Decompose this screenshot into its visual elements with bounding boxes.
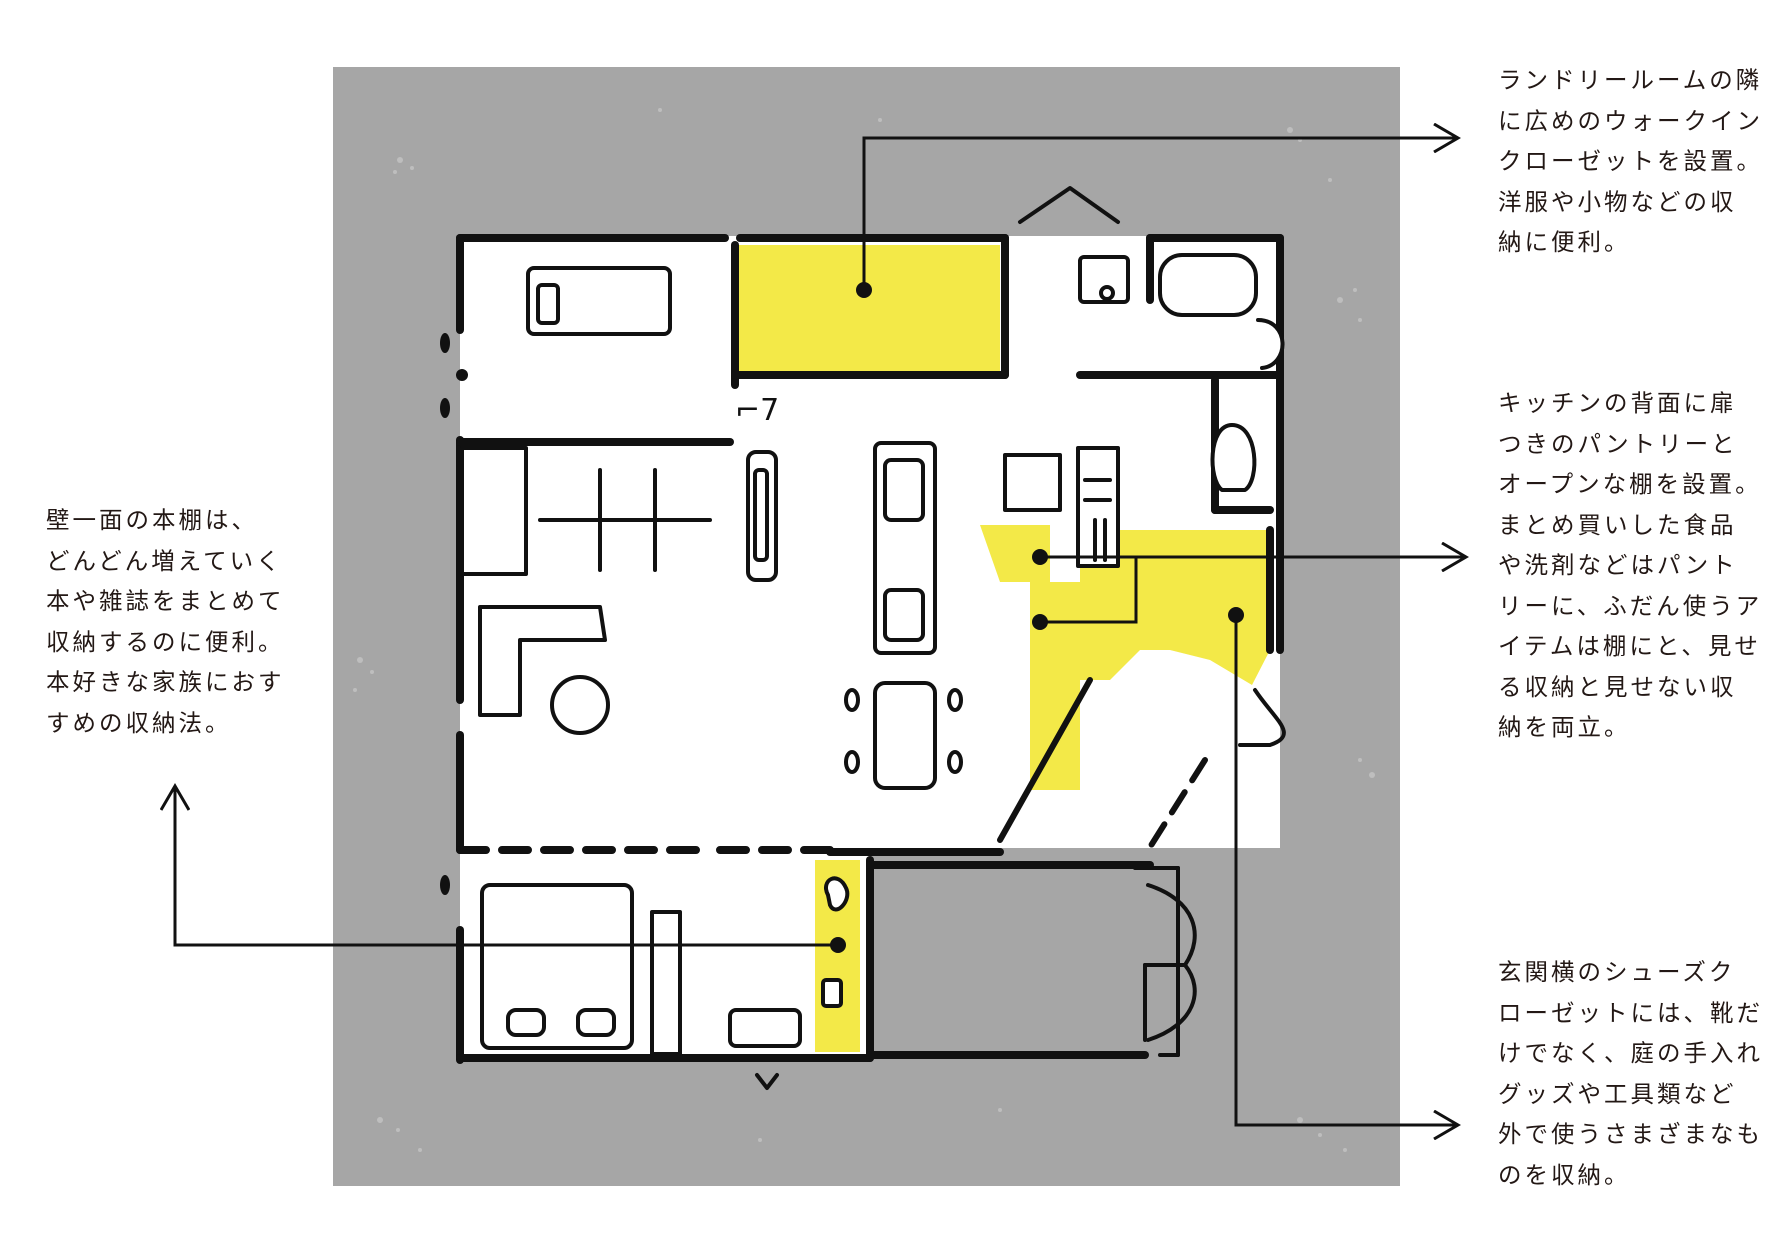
callout-dots	[830, 282, 1244, 953]
note-line: すめの収納法。	[46, 708, 232, 737]
sofa	[478, 605, 607, 717]
note-line: どんどん増えていく	[46, 546, 283, 575]
shoe-closet-leader	[1234, 615, 1458, 1125]
bed-top	[526, 266, 672, 336]
pantry-note: キッチンの背面に扉 つきのパントリーと オープンな棚を設置。 まとめ買いした食品…	[1498, 383, 1762, 748]
living-shelf	[460, 446, 528, 576]
note-line: イテムは棚にと、見せ	[1498, 632, 1761, 660]
roof-peak	[1018, 186, 1120, 224]
leader-lines	[175, 138, 1466, 1125]
callout-dot-icon	[1032, 549, 1048, 565]
note-line: 玄関横のシューズク	[1498, 958, 1736, 986]
note-line: クローゼットを設置。	[1498, 147, 1763, 175]
fridge	[1003, 453, 1062, 512]
note-line: 収納するのに便利。	[46, 627, 285, 656]
walk-in-closet-leader	[862, 138, 1458, 290]
note-line: のを収納。	[1498, 1160, 1631, 1189]
side-table	[550, 675, 610, 735]
bookshelf-note: 壁一面の本棚は、 どんどん増えていく 本や雑誌をまとめて 収納するのに便利。 本…	[46, 500, 285, 743]
pantry-highlight	[980, 525, 1270, 790]
walk-in-closet-highlight	[735, 245, 1000, 375]
corridor-lines	[997, 677, 1208, 858]
callout-dot-icon	[1032, 614, 1048, 630]
note-line: 納を両立。	[1498, 713, 1631, 741]
bathtub	[1158, 253, 1258, 317]
note-line: まとめ買いした食品	[1498, 510, 1737, 539]
callout-dot-icon	[830, 937, 846, 953]
callout-dot-icon	[856, 282, 872, 298]
storage-highlights	[735, 245, 1270, 1052]
note-line: ローゼットには、靴だ	[1498, 998, 1763, 1027]
furniture	[460, 253, 1286, 1090]
window-marks	[440, 333, 468, 895]
note-line: に広めのウォークイン	[1498, 106, 1763, 135]
note-line: グッズや工具類など	[1498, 1079, 1737, 1108]
note-line: つきのパントリーと	[1498, 429, 1738, 458]
entrance-door	[1143, 883, 1197, 967]
stair-mark: ⌐7	[735, 393, 779, 428]
backdrop-texture	[353, 108, 1375, 1152]
note-line: 納に便利。	[1498, 228, 1631, 256]
note-line: 本好きな家族におす	[46, 668, 285, 696]
shoe-closet-note: 玄関横のシューズク ローゼットには、靴だ けでなく、庭の手入れ グッズや工具類な…	[1498, 952, 1763, 1195]
note-line: る収納と見せない収	[1498, 672, 1737, 701]
note-line: 外で使うさまざまなも	[1498, 1120, 1763, 1148]
note-line: 洋服や小物などの収	[1498, 187, 1737, 216]
bed-bottom	[480, 883, 634, 1050]
note-line: や洗剤などはパント	[1498, 551, 1738, 579]
note-line: 本や雑誌をまとめて	[46, 587, 285, 615]
bookshelf-leader	[175, 786, 838, 947]
dining-table	[873, 681, 937, 790]
nightstand	[728, 1008, 802, 1048]
toilet	[1210, 423, 1257, 492]
note-line: リーに、ふだん使うア	[1498, 591, 1763, 620]
walls	[456, 234, 1284, 1064]
washbasin	[1078, 255, 1130, 304]
note-line: ランドリールームの隣	[1498, 66, 1763, 94]
note-line: オープンな棚を設置。	[1498, 470, 1762, 498]
note-line: けでなく、庭の手入れ	[1498, 1039, 1763, 1067]
stove	[1076, 446, 1120, 568]
note-line: キッチンの背面に扉	[1498, 389, 1737, 417]
walk-in-closet-note: ランドリールームの隣 に広めのウォークイン クローゼットを設置。 洋服や小物など…	[1498, 60, 1763, 263]
note-line: 壁一面の本棚は、	[46, 506, 258, 534]
callout-dot-icon	[1228, 607, 1244, 623]
